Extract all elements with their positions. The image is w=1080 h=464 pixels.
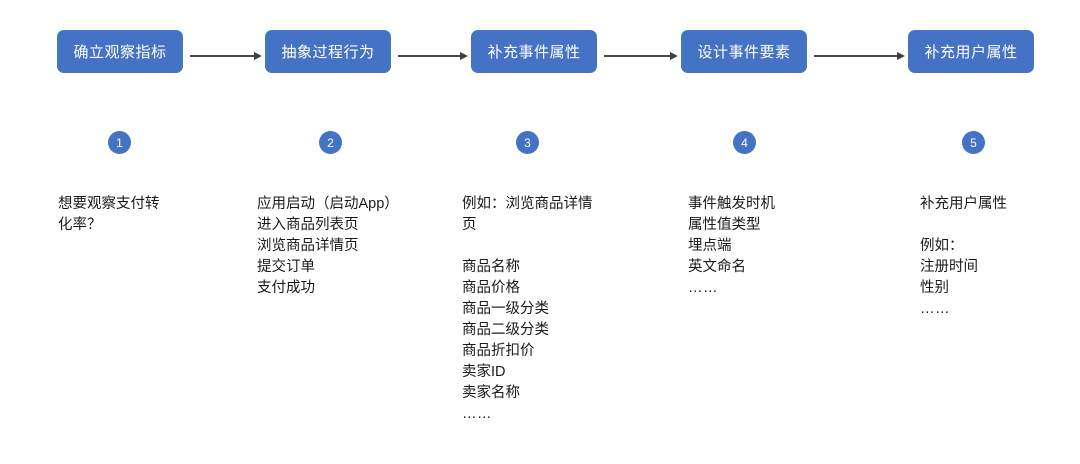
- description-line: 商品价格: [462, 280, 520, 296]
- description-line: 商品二级分类: [462, 322, 549, 338]
- stage-description-3: 例如：浏览商品详情页商品名称商品价格商品一级分类商品二级分类商品折扣价卖家ID 卖…: [462, 194, 593, 425]
- description-line: 英文命名: [688, 259, 746, 275]
- description-line: 注册时间: [920, 259, 978, 275]
- description-line: 应用启动（启动App）: [257, 196, 399, 212]
- step-badge-1: 1: [108, 131, 131, 154]
- stage-box-4[interactable]: 设计事件要素: [681, 30, 807, 73]
- description-line: 提交订单: [257, 259, 315, 275]
- description-line: 例如：: [920, 238, 964, 254]
- description-line: 页: [462, 217, 477, 233]
- description-line: 补充用户属性: [920, 196, 1007, 212]
- description-line: 性别: [920, 280, 949, 296]
- step-badge-2: 2: [319, 131, 342, 154]
- arrow-head-icon: [254, 51, 262, 60]
- description-line: ……: [688, 280, 718, 296]
- step-badge-5: 5: [962, 131, 985, 154]
- flow-arrow-1: [190, 51, 262, 61]
- description-spacer: [462, 236, 593, 257]
- stage-description-2: 应用启动（启动App） 进入商品列表页浏览商品详情页提交订单支付成功: [257, 194, 399, 299]
- description-spacer: [920, 215, 1007, 236]
- description-line: 属性值类型: [688, 217, 761, 233]
- stage-description-5: 补充用户属性例如： 注册时间性别 ……: [920, 194, 1007, 320]
- arrow-head-icon: [460, 51, 468, 60]
- step-badge-3: 3: [516, 131, 539, 154]
- arrow-shaft-icon: [190, 55, 255, 57]
- flow-arrow-4: [814, 51, 905, 61]
- description-line: 商品折扣价: [462, 343, 535, 359]
- description-line: 浏览商品详情页: [257, 238, 359, 254]
- arrow-head-icon: [670, 51, 678, 60]
- arrow-shaft-icon: [604, 55, 671, 57]
- step-badge-4: 4: [733, 131, 756, 154]
- description-line: 商品一级分类: [462, 301, 549, 317]
- description-line: 卖家名称: [462, 385, 520, 401]
- flow-arrow-2: [398, 51, 468, 61]
- stage-box-5[interactable]: 补充用户属性: [908, 30, 1034, 73]
- description-line: ……: [462, 406, 492, 422]
- stage-description-1: 想要观察支付转化率？: [58, 194, 160, 236]
- arrow-shaft-icon: [398, 55, 461, 57]
- stage-box-3[interactable]: 补充事件属性: [471, 30, 597, 73]
- flow-arrow-3: [604, 51, 678, 61]
- description-line: ……: [920, 301, 950, 317]
- description-line: 想要观察支付转: [58, 196, 160, 212]
- description-line: 进入商品列表页: [257, 217, 359, 233]
- description-line: 埋点端: [688, 238, 732, 254]
- arrow-head-icon: [897, 51, 905, 60]
- stage-box-2[interactable]: 抽象过程行为: [265, 30, 391, 73]
- stage-description-4: 事件触发时机属性值类型埋点端英文命名 ……: [688, 194, 775, 299]
- description-line: 支付成功: [257, 280, 315, 296]
- description-line: 例如：浏览商品详情: [462, 196, 593, 212]
- description-line: 商品名称: [462, 259, 520, 275]
- description-line: 卖家ID: [462, 364, 506, 380]
- description-line: 化率？: [58, 217, 102, 233]
- arrow-shaft-icon: [814, 55, 898, 57]
- description-line: 事件触发时机: [688, 196, 775, 212]
- stage-box-1[interactable]: 确立观察指标: [57, 30, 183, 73]
